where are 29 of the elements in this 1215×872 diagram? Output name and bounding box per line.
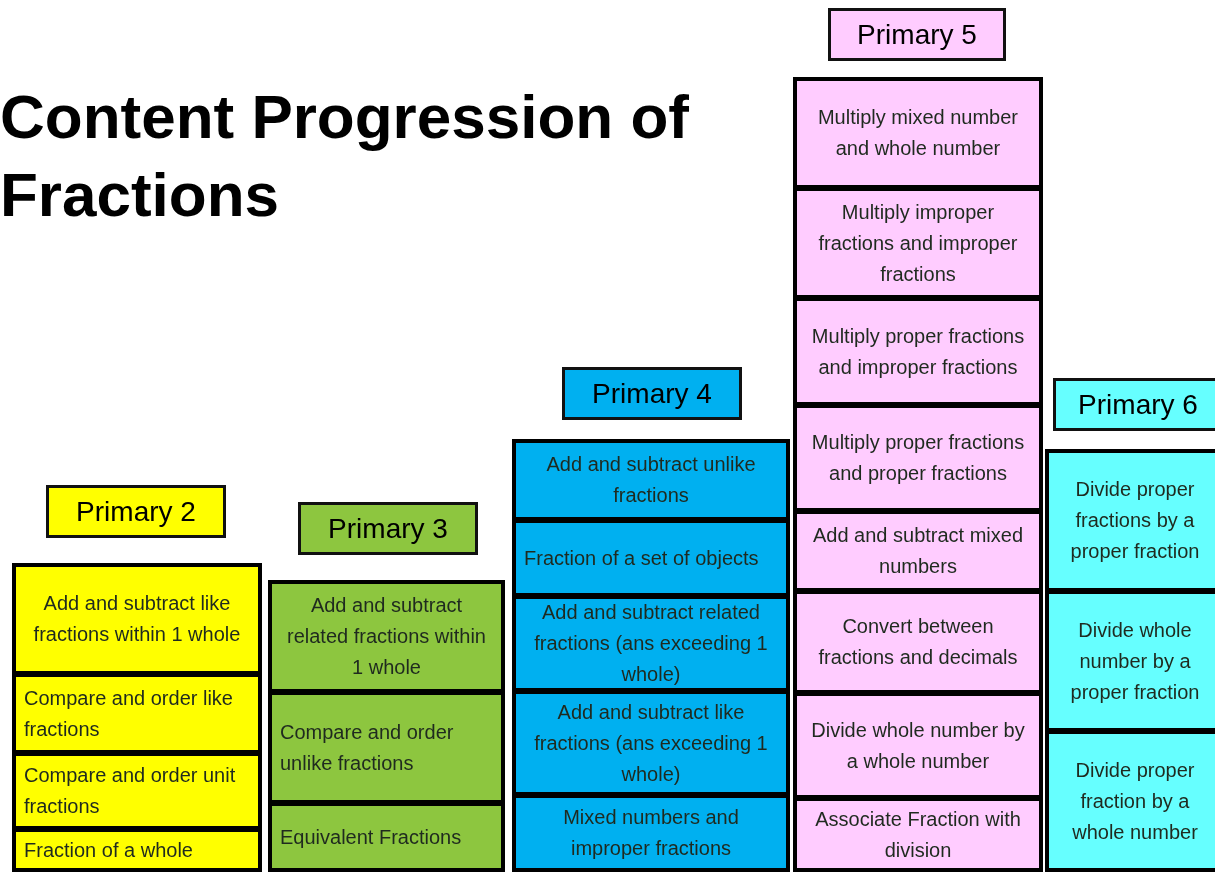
topic-block: Add and subtract related fractions (ans exceeding 1 whole): [512, 595, 790, 692]
grade-label: Primary 3: [298, 502, 478, 555]
topic-block: Compare and order unit fractions: [12, 752, 262, 830]
title: Content Progression of Fractions: [0, 81, 690, 231]
grade-label: Primary 2: [46, 485, 226, 538]
topic-block: Add and subtract mixed numbers: [793, 510, 1043, 592]
topic-block: Add and subtract related fractions within 1 whole: [268, 580, 505, 693]
topic-block: Multiply improper fractions and improper fractions: [793, 187, 1043, 299]
topic-block: Divide whole number by a proper fraction: [1045, 590, 1215, 732]
topic-block: Divide proper fractions by a proper fraction: [1045, 449, 1215, 592]
topic-block: Multiply mixed number and whole number: [793, 77, 1043, 189]
topic-block: Add and subtract like fractions (ans exceeding 1 whole): [512, 690, 790, 796]
topic-block: Fraction of a whole: [12, 828, 262, 872]
topic-block: Divide whole number by a whole number: [793, 692, 1043, 799]
grade-label: Primary 4: [562, 367, 742, 420]
topic-block: Compare and order like fractions: [12, 673, 262, 754]
topic-block: Compare and order unlike fractions: [268, 691, 505, 804]
topic-block: Divide proper fraction by a whole number: [1045, 730, 1215, 872]
topic-block: Add and subtract unlike fractions: [512, 439, 790, 521]
topic-block: Multiply proper fractions and proper fractions: [793, 404, 1043, 512]
topic-block: Equivalent Fractions: [268, 802, 505, 872]
topic-block: Multiply proper fractions and improper fractions: [793, 297, 1043, 406]
topic-block: Associate Fraction with division: [793, 797, 1043, 872]
topic-block: Mixed numbers and improper fractions: [512, 794, 790, 872]
grade-label: Primary 5: [828, 8, 1006, 61]
topic-block: Convert between fractions and decimals: [793, 590, 1043, 694]
topic-block: Add and subtract like fractions within 1 whole: [12, 563, 262, 675]
topic-block: Fraction of a set of objects: [512, 519, 790, 597]
grade-label: Primary 6: [1053, 378, 1215, 431]
